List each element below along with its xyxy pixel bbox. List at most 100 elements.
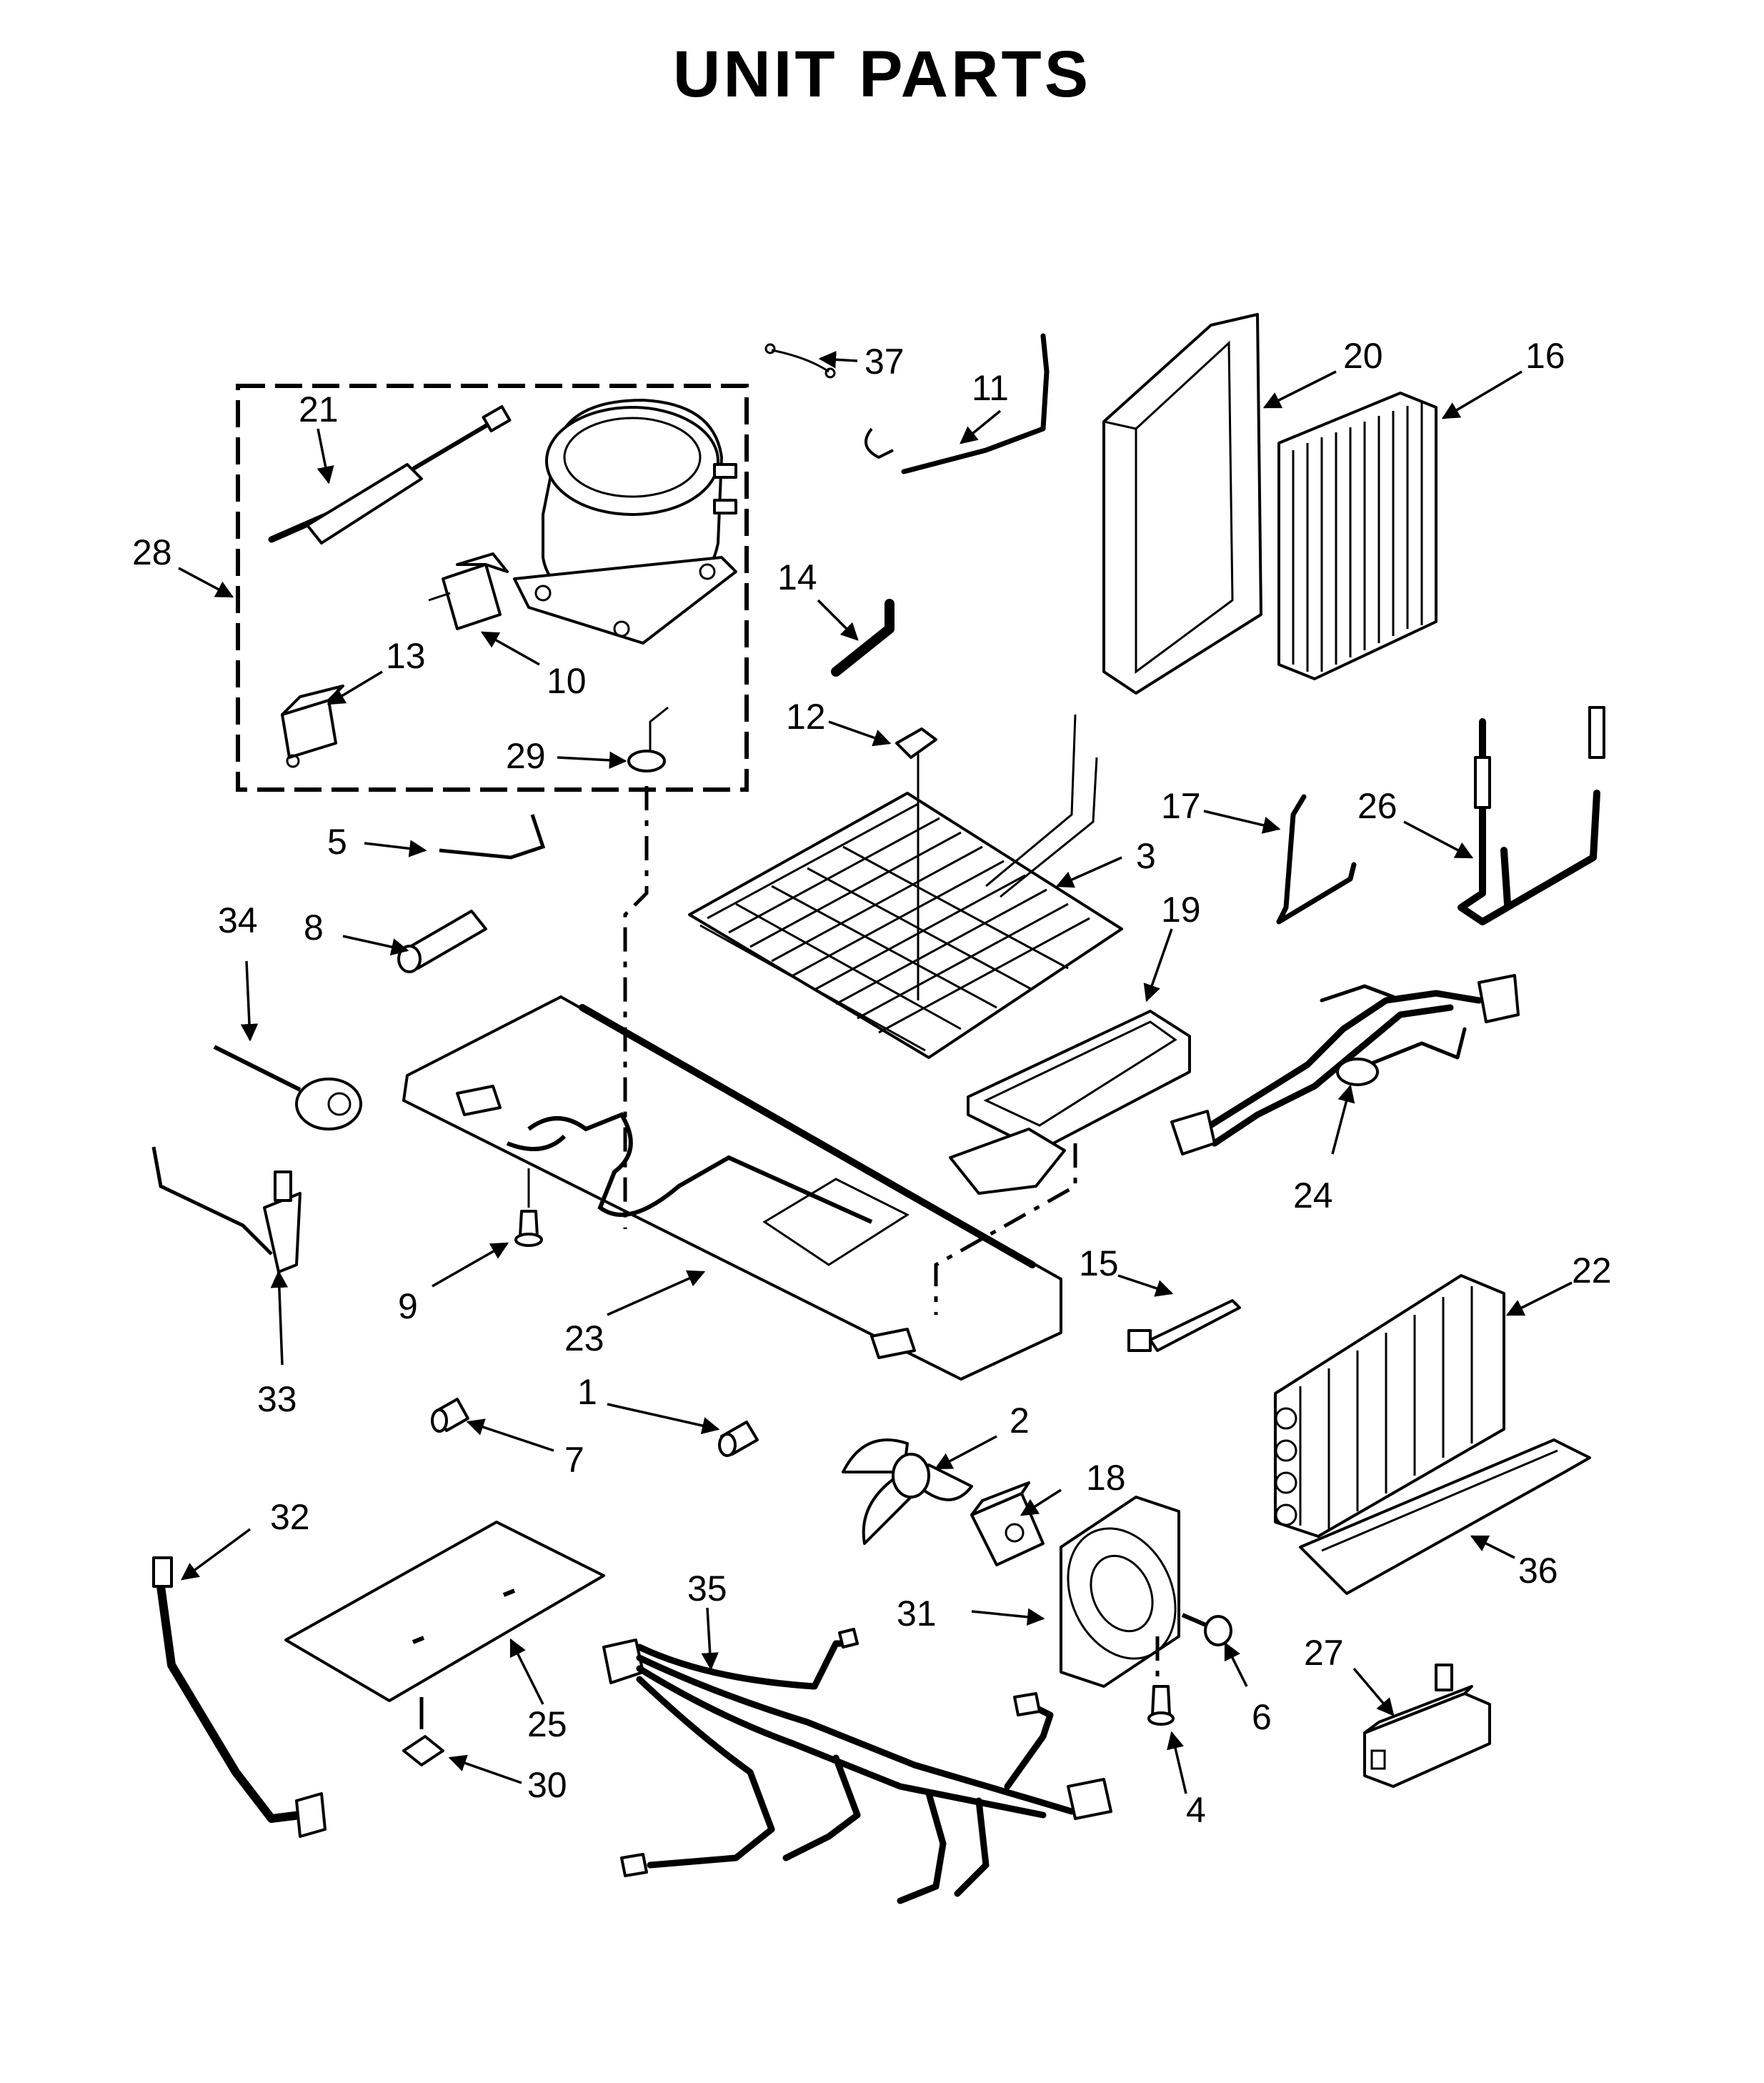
sensor-part-34[interactable] <box>213 1045 362 1130</box>
tube-part-14[interactable] <box>831 599 895 677</box>
arrowhead-icon <box>1203 810 1281 834</box>
arrowhead-icon <box>960 409 1002 444</box>
callout-28: 28 <box>132 532 172 572</box>
wire-harness-part-24[interactable] <box>1170 974 1520 1155</box>
overload-protector-part[interactable] <box>281 685 344 768</box>
condenser-cover-part[interactable] <box>1102 313 1262 695</box>
drain-pan-part[interactable] <box>949 1010 1191 1195</box>
base-plate-part[interactable] <box>402 995 1062 1381</box>
fan-blade-part[interactable] <box>842 1438 973 1545</box>
callout-26: 26 <box>1357 786 1397 826</box>
compressor-assembly-group <box>236 384 749 792</box>
callout-37: 37 <box>864 342 905 382</box>
spacer-part-1[interactable] <box>718 1421 759 1457</box>
evaporator-cover-part[interactable] <box>1299 1438 1591 1595</box>
arrowhead-icon <box>1331 1084 1355 1155</box>
page-title: UNIT PARTS <box>672 38 1092 111</box>
arrowhead-icon <box>818 351 858 369</box>
callout-34: 34 <box>218 900 258 940</box>
tube-part-32[interactable] <box>152 1556 327 1838</box>
callout-22: 22 <box>1572 1251 1612 1291</box>
callout-15: 15 <box>1079 1243 1119 1283</box>
tube-part-5[interactable] <box>439 814 546 860</box>
arrowhead-icon <box>607 1270 706 1316</box>
callout-5: 5 <box>327 822 347 862</box>
arrowhead-icon <box>1117 1274 1174 1297</box>
arrowhead-icon <box>181 1528 251 1581</box>
condenser-part[interactable] <box>1277 392 1437 680</box>
tubing-part-26[interactable] <box>1457 706 1605 925</box>
arrowhead-icon <box>557 751 627 770</box>
callout-3: 3 <box>1136 836 1156 876</box>
arrowhead-icon <box>342 935 409 956</box>
compressor-part[interactable] <box>513 399 737 645</box>
callout-30: 30 <box>527 1765 567 1805</box>
condenser-coil-part[interactable] <box>688 714 1123 1059</box>
filter-drier-part[interactable] <box>268 404 512 545</box>
callout-6: 6 <box>1252 1697 1272 1737</box>
grommet-part[interactable] <box>627 706 669 772</box>
callout-21: 21 <box>299 389 339 429</box>
tube-part-17[interactable] <box>1276 794 1357 925</box>
arrowhead-icon <box>1262 370 1337 409</box>
arrowhead-icon <box>1505 1281 1573 1316</box>
assembly-line <box>623 786 649 1229</box>
callout-14: 14 <box>777 557 817 597</box>
fan-shroud-part[interactable] <box>1047 1496 1195 1688</box>
arrowhead-icon <box>509 1638 544 1705</box>
arrowhead-icon <box>934 1435 997 1470</box>
insulation-part[interactable] <box>284 1521 605 1702</box>
arrowhead-icon <box>828 720 892 747</box>
callout-2: 2 <box>1010 1401 1030 1441</box>
callout-29: 29 <box>506 736 546 776</box>
callout-35: 35 <box>687 1569 727 1609</box>
arrowhead-icon <box>1441 370 1523 419</box>
callout-13: 13 <box>386 636 426 676</box>
callout-27: 27 <box>1304 1633 1344 1673</box>
callout-24: 24 <box>1293 1175 1333 1216</box>
screw-part-6[interactable] <box>1181 1613 1232 1646</box>
callout-33: 33 <box>257 1379 297 1419</box>
arrowhead-icon <box>1055 856 1122 888</box>
start-relay-part[interactable] <box>428 552 509 630</box>
arrowhead-icon <box>178 567 234 598</box>
arrowhead-icon <box>1143 928 1173 1003</box>
arrowhead-icon <box>1020 1488 1062 1516</box>
thermistor-part-33[interactable] <box>151 1146 302 1273</box>
callout-8: 8 <box>304 908 324 948</box>
callout-20: 20 <box>1343 336 1383 376</box>
fan-motor-part[interactable] <box>970 1481 1045 1566</box>
arrowhead-icon <box>240 960 259 1042</box>
callout-17: 17 <box>1161 786 1201 826</box>
spacer-part-7[interactable] <box>431 1398 469 1433</box>
tie-strap-part[interactable] <box>1127 1299 1241 1352</box>
callout-25: 25 <box>527 1704 567 1744</box>
callout-31: 31 <box>897 1594 937 1634</box>
callout-19: 19 <box>1161 890 1201 930</box>
clip-part-30[interactable] <box>402 1735 444 1766</box>
control-module-part[interactable] <box>1363 1664 1491 1788</box>
arrowhead-icon <box>364 840 427 857</box>
callout-1: 1 <box>577 1372 597 1412</box>
arrowhead-icon <box>817 599 859 641</box>
arrowhead-icon <box>1470 1535 1515 1559</box>
callout-18: 18 <box>1086 1458 1126 1498</box>
callout-32: 32 <box>270 1497 310 1537</box>
wire-harness-part-35[interactable] <box>602 1628 1112 1904</box>
callout-9: 9 <box>398 1286 418 1326</box>
arrowhead-icon <box>1224 1641 1248 1687</box>
callout-labels: 37 11 20 16 21 28 14 10 13 12 29 17 26 5… <box>132 336 1612 1830</box>
screw-part-9[interactable] <box>514 1210 543 1247</box>
tubing-part-11[interactable] <box>864 333 1050 474</box>
callout-7: 7 <box>564 1440 584 1480</box>
callout-16: 16 <box>1525 336 1565 376</box>
screw-part-4[interactable] <box>1147 1685 1175 1726</box>
callout-36: 36 <box>1518 1551 1558 1591</box>
arrowhead-icon <box>466 1418 554 1452</box>
arrowhead-icon <box>701 1607 719 1671</box>
arrowhead-icon <box>270 1270 289 1366</box>
clip-part-37[interactable] <box>764 343 836 379</box>
evaporator-part[interactable] <box>1274 1274 1505 1538</box>
sleeve-part-8[interactable] <box>397 910 487 973</box>
callout-11: 11 <box>972 368 1009 408</box>
